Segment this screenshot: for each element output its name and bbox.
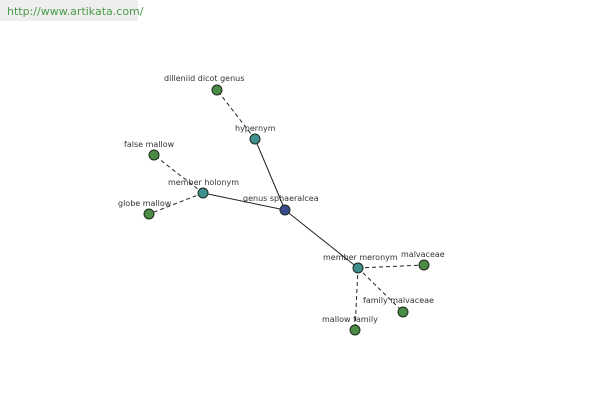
edge-member-meronym-to-malvaceae xyxy=(357,264,425,269)
label-genus-sphaeralcea: genus sphaeralcea xyxy=(243,194,319,203)
edge-hypernym-to-dilleniid-dicot-genus xyxy=(216,89,256,140)
edge-member-meronym-to-mallow-family xyxy=(354,267,359,331)
label-malvaceae: malvaceae xyxy=(401,250,445,259)
node-genus-sphaeralcea[interactable] xyxy=(279,204,291,216)
label-globe-mallow: globe mallow xyxy=(118,199,172,208)
label-family-malvaceae: family malvaceae xyxy=(363,296,434,305)
graph-labels: genus sphaeralcea hypernym member holonym m… xyxy=(118,74,445,324)
edge-genus-sphaeralcea-to-member-meronym xyxy=(284,209,359,269)
node-globe-mallow[interactable] xyxy=(143,208,155,220)
node-member-meronym[interactable] xyxy=(352,262,364,274)
label-member-holonym: member holonym xyxy=(168,178,239,187)
edge-member-holonym-to-false-mallow xyxy=(153,154,204,194)
edge-member-holonym-to-globe-mallow xyxy=(148,192,204,215)
node-hypernym[interactable] xyxy=(249,133,261,145)
edge-genus-sphaeralcea-to-member-holonym xyxy=(202,192,286,211)
label-dilleniid-dicot-genus: dilleniid dicot genus xyxy=(164,74,244,83)
node-false-mallow[interactable] xyxy=(148,149,160,161)
graph-nodes xyxy=(143,84,430,336)
edge-member-meronym-to-family-malvaceae xyxy=(357,267,404,313)
label-false-mallow: false mallow xyxy=(124,140,175,149)
site-link[interactable]: http://www.artikata.com/ xyxy=(7,5,144,18)
label-mallow-family: mallow family xyxy=(322,315,378,324)
edge-genus-sphaeralcea-to-hypernym xyxy=(254,138,286,211)
node-member-holonym[interactable] xyxy=(197,187,209,199)
node-malvaceae[interactable] xyxy=(418,259,430,271)
graph-edges xyxy=(148,89,425,331)
label-member-meronym: member meronym xyxy=(323,253,398,262)
node-family-malvaceae[interactable] xyxy=(397,306,409,318)
site-banner: http://www.artikata.com/ xyxy=(0,0,143,21)
node-mallow-family[interactable] xyxy=(349,324,361,336)
node-dilleniid-dicot-genus[interactable] xyxy=(211,84,223,96)
label-hypernym: hypernym xyxy=(235,124,276,133)
